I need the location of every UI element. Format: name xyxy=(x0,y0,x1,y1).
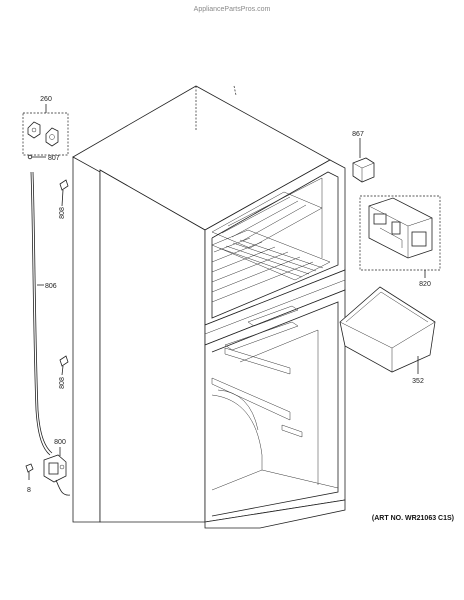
callout-8: 8 xyxy=(27,487,31,494)
freezer-shelf-grille xyxy=(211,229,331,303)
callout-808-top: 808 xyxy=(59,207,66,219)
art-number: (ART NO. WR21063 C1S) xyxy=(372,515,454,522)
callout-260: 260 xyxy=(40,96,52,103)
part-260-group xyxy=(22,104,69,156)
shelf-rails xyxy=(211,305,303,438)
part-808-clip-top xyxy=(59,179,69,207)
part-800-water-valve xyxy=(43,447,71,496)
watermark: AppliancePartsPros.com xyxy=(194,6,271,13)
callout-806: 806 xyxy=(45,283,57,290)
part-807-screw xyxy=(27,154,46,160)
part-808-clip-bottom xyxy=(59,355,69,376)
part-352-bin xyxy=(339,286,436,374)
callout-352: 352 xyxy=(412,378,424,385)
callout-807: 807 xyxy=(48,155,60,162)
refrigerator-cabinet xyxy=(72,85,346,529)
callout-808-bottom: 808 xyxy=(59,377,66,389)
callout-867: 867 xyxy=(352,131,364,138)
callout-800: 800 xyxy=(54,439,66,446)
callout-820: 820 xyxy=(419,281,431,288)
part-806-water-tube xyxy=(30,171,53,456)
part-8-screw xyxy=(25,463,34,480)
part-820-icemaker-group xyxy=(359,195,441,278)
part-867 xyxy=(352,138,375,183)
